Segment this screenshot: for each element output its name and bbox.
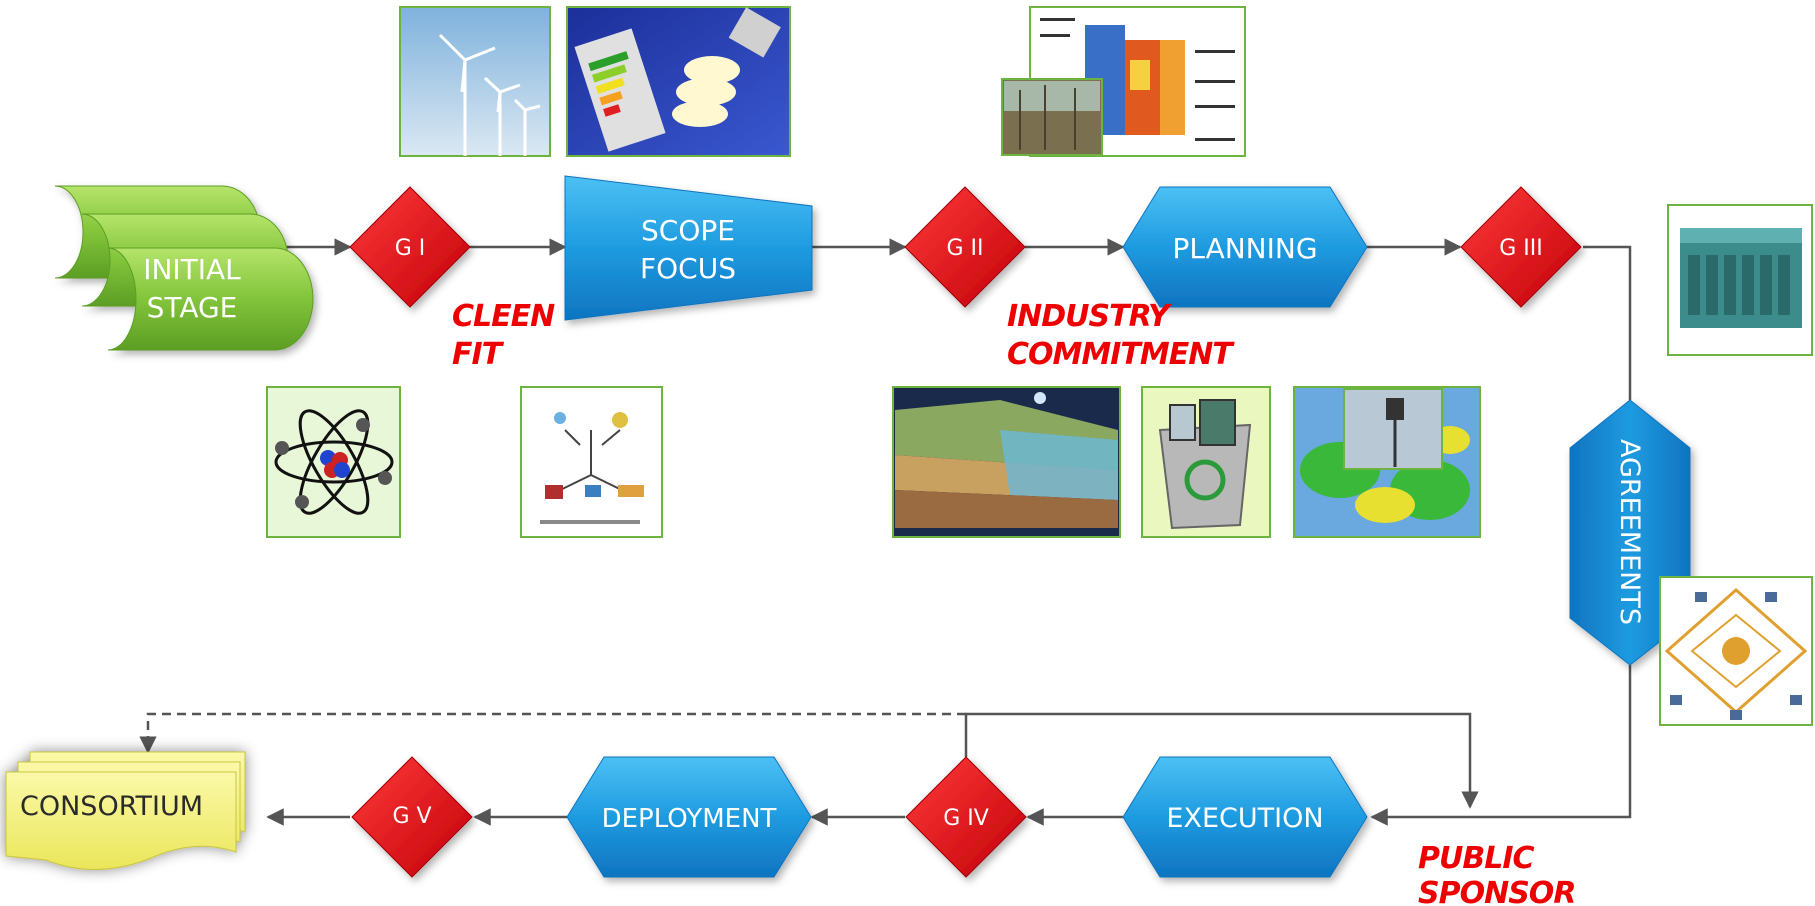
initial-stage-label-line2: STAGE — [147, 291, 238, 324]
gate-g4[interactable]: G IV — [905, 756, 1027, 878]
energy-saving-bulb-photo — [566, 6, 791, 157]
power-plant-diagram-photo — [1001, 6, 1246, 157]
note-industry-line1: INDUSTRY — [1007, 299, 1173, 334]
gate-g4-label: G IV — [943, 806, 989, 831]
weather-radar-photo — [1293, 386, 1481, 538]
gate-g2[interactable]: G II — [904, 186, 1026, 308]
note-industry-line2: COMMITMENT — [1007, 337, 1235, 372]
scope-label-line1: SCOPE — [641, 214, 735, 247]
gate-g2-label: G II — [946, 236, 983, 261]
connectors — [139, 238, 1632, 826]
note-public-line2: SPONSOR — [1418, 876, 1575, 906]
note-cleen-line1: CLEEN — [452, 299, 555, 334]
consortium-label: CONSORTIUM — [20, 791, 203, 822]
initial-stage-label-line1: INITIAL — [143, 253, 241, 286]
execution-label: EXECUTION — [1166, 803, 1323, 834]
network-hub-diagram-icon — [1659, 576, 1813, 726]
arrow-agreements-to-execution — [1370, 665, 1632, 826]
planning-label: PLANNING — [1172, 232, 1317, 265]
gate-g1-label: G I — [395, 236, 426, 261]
gate-g3-label: G III — [1499, 236, 1543, 261]
connector-g3-to-agreements — [1583, 245, 1632, 400]
dashed-arrow-to-consortium — [139, 712, 966, 754]
note-cleen-line2: FIT — [452, 337, 505, 372]
agreements-label: AGREEMENTS — [1614, 439, 1645, 625]
marine-engine-photo — [1667, 204, 1813, 356]
scope-focus-node[interactable]: SCOPE FOCUS — [564, 175, 813, 321]
co2-storage-diagram-photo — [892, 386, 1121, 538]
gate-g5[interactable]: G V — [351, 756, 473, 878]
consortium-node[interactable]: CONSORTIUM — [5, 751, 246, 871]
initial-stage-node[interactable]: INITIAL STAGE — [54, 185, 314, 351]
planning-node[interactable]: PLANNING — [1122, 186, 1368, 308]
gate-g5-label: G V — [392, 804, 431, 829]
gate-g3[interactable]: G III — [1460, 186, 1582, 308]
note-public-line1: PUBLIC — [1418, 841, 1534, 876]
wind-turbines-photo — [399, 6, 551, 157]
gate-g1[interactable]: G I — [349, 186, 471, 308]
atom-icon — [266, 386, 401, 538]
scope-label-line2: FOCUS — [640, 252, 736, 285]
energy-grid-diagram-icon — [520, 386, 663, 538]
execution-node[interactable]: EXECUTION — [1122, 756, 1368, 878]
recycling-bin-icon — [1141, 386, 1271, 538]
arrow-g4-feedback-to-execution — [964, 712, 1479, 809]
deployment-label: DEPLOYMENT — [602, 804, 777, 834]
deployment-node[interactable]: DEPLOYMENT — [566, 756, 812, 878]
